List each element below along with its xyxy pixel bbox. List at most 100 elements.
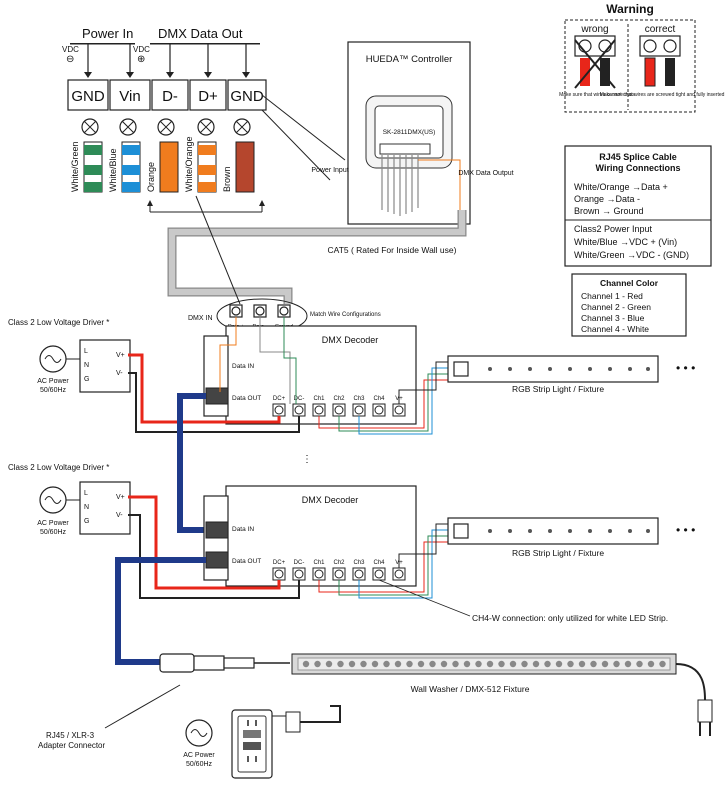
decoder-1-title: DMX Decoder xyxy=(322,335,379,345)
washer-led xyxy=(452,660,459,668)
outlet-ac-freq: 50/60Hz xyxy=(186,761,213,768)
washer-led xyxy=(348,660,356,668)
channel-color-title: Channel Color xyxy=(600,278,659,288)
driver-2-ac-power: AC Power xyxy=(37,520,69,527)
washer-led xyxy=(417,660,425,668)
svg-text:V-: V- xyxy=(116,512,123,519)
washer-led xyxy=(613,660,620,668)
screw-icons xyxy=(81,118,251,136)
washer-led xyxy=(498,660,505,668)
class2-line-2: White/Green →VDC - (GND) xyxy=(574,250,689,260)
svg-text:Ch1: Ch1 xyxy=(313,560,325,566)
wire-label-white-orange: White/Orange xyxy=(184,136,194,192)
channel-color-panel: Channel Color Channel 1 - Red Channel 2 … xyxy=(571,273,687,337)
washer-led xyxy=(475,660,482,668)
terminal-d-minus: D- xyxy=(162,88,178,105)
rgb-strip-2: • • • RGB Strip Light / Fixture xyxy=(447,517,695,558)
adapter-label: RJ45 / XLR-3 xyxy=(46,731,95,740)
svg-text:L: L xyxy=(84,348,88,355)
vdc-plus-label: VDC xyxy=(133,45,150,54)
svg-text:Ch4: Ch4 xyxy=(373,396,385,402)
wire-label-orange: Orange xyxy=(146,162,156,192)
decoder-2-data-out: Data OUT xyxy=(232,558,261,565)
washer-led xyxy=(325,660,333,668)
warning-panel: Warning wrong correct Make sure that wir… xyxy=(559,2,725,113)
washer-led xyxy=(383,660,390,668)
controller-power-input: Power Input xyxy=(311,167,348,174)
washer-led xyxy=(337,660,344,668)
correct-note: Make sure that wires are screwed tight a… xyxy=(600,92,725,98)
svg-text:Ch1: Ch1 xyxy=(313,396,325,402)
power-outlet: AC Power 50/60Hz xyxy=(183,705,341,779)
driver-2-ac-freq: 50/60Hz xyxy=(40,529,67,536)
wall-washer: Wall Washer / DMX-512 Fixture xyxy=(291,653,713,736)
washer-led xyxy=(555,660,563,668)
terminal-block: GND Vin D- D+ GND xyxy=(67,79,267,111)
svg-text:N: N xyxy=(84,504,89,511)
connector-panel: Power In DMX Data Out VDC ⊖ VDC ⊕ GND Vi… xyxy=(62,26,346,213)
washer-led xyxy=(636,660,643,668)
plus-symbol-icon: ⊕ xyxy=(137,54,145,65)
cat5-cable: CAT5 ( Rated For Inside Wall use) xyxy=(167,210,467,304)
washer-led xyxy=(590,660,597,668)
decoder-1-data-out: Data OUT xyxy=(232,395,261,402)
svg-text:DC-: DC- xyxy=(294,396,305,402)
wire-label-brown: Brown xyxy=(222,166,232,192)
washer-led xyxy=(509,660,517,668)
power-in-title: Power In xyxy=(82,26,133,41)
channel-line-1: Channel 1 - Red xyxy=(581,291,643,301)
rgb-strip-1: • • • RGB Strip Light / Fixture xyxy=(447,355,695,394)
washer-led xyxy=(440,660,448,668)
strip-2-label: RGB Strip Light / Fixture xyxy=(512,548,604,558)
wire-label-white-green: White/Green xyxy=(70,141,80,192)
washer-led xyxy=(532,660,540,668)
wire-label-white-blue: White/Blue xyxy=(108,148,118,192)
outlet-ac-power: AC Power xyxy=(183,752,215,759)
driver-2-label: Class 2 Low Voltage Driver * xyxy=(8,463,109,472)
rj45-line-1: White/Orange →Data + xyxy=(574,182,668,192)
rj45-splice-panel: RJ45 Splice Cable Wiring Connections Whi… xyxy=(564,145,712,267)
decoder-2-title: DMX Decoder xyxy=(302,495,359,505)
washer-led xyxy=(463,660,471,668)
svg-text:L: L xyxy=(84,490,88,497)
washer-led xyxy=(647,660,655,668)
wrong-note: Make sure that wires cannot cross xyxy=(559,92,635,98)
terminal-gnd-2: GND xyxy=(230,88,264,105)
class2-line-1: White/Blue →VDC + (Vin) xyxy=(574,237,677,247)
driver-2: Class 2 Low Voltage Driver * AC Power 50… xyxy=(8,463,300,599)
washer-led xyxy=(659,660,666,668)
wall-washer-label: Wall Washer / DMX-512 Fixture xyxy=(411,684,530,694)
correct-label: correct xyxy=(645,24,676,35)
svg-text:G: G xyxy=(84,376,89,383)
terminal-d-plus: D+ xyxy=(198,88,218,105)
minus-symbol-icon: ⊖ xyxy=(66,54,74,65)
svg-text:Ch3: Ch3 xyxy=(353,560,365,566)
washer-led xyxy=(371,660,379,668)
washer-led xyxy=(406,660,413,668)
hueda-controller: HUEDA™ Controller SK-2811DMX(US) Power I… xyxy=(311,41,514,225)
svg-text:Ch2: Ch2 xyxy=(333,396,345,402)
dmx-in-label: DMX IN xyxy=(188,315,213,322)
svg-text:Ch2: Ch2 xyxy=(333,560,345,566)
svg-text:V+: V+ xyxy=(116,352,125,359)
washer-led xyxy=(394,660,402,668)
washer-led xyxy=(567,660,574,668)
terminal-gnd: GND xyxy=(71,88,105,105)
ch4-note: CH4-W connection: only utilized for whit… xyxy=(472,613,668,623)
svg-text:N: N xyxy=(84,362,89,369)
controller-title: HUEDA™ Controller xyxy=(366,54,453,65)
decoder-2-terminals: DC+ DC- Ch1 Ch2 Ch3 Ch4 V+ xyxy=(272,560,406,581)
washer-led xyxy=(578,660,586,668)
washer-led xyxy=(302,660,310,668)
rj45-line-2: Orange →Data - xyxy=(574,194,640,204)
washer-led xyxy=(314,660,321,668)
decoder-1-data-in: Data IN xyxy=(232,363,254,370)
decoder-2-data-in: Data IN xyxy=(232,526,254,533)
warning-title: Warning xyxy=(606,2,654,16)
washer-led xyxy=(429,660,436,668)
dmx-out-title: DMX Data Out xyxy=(158,26,243,41)
wire-insulations xyxy=(83,141,255,193)
wrong-label: wrong xyxy=(580,24,608,35)
vdc-minus-label: VDC xyxy=(62,45,79,54)
